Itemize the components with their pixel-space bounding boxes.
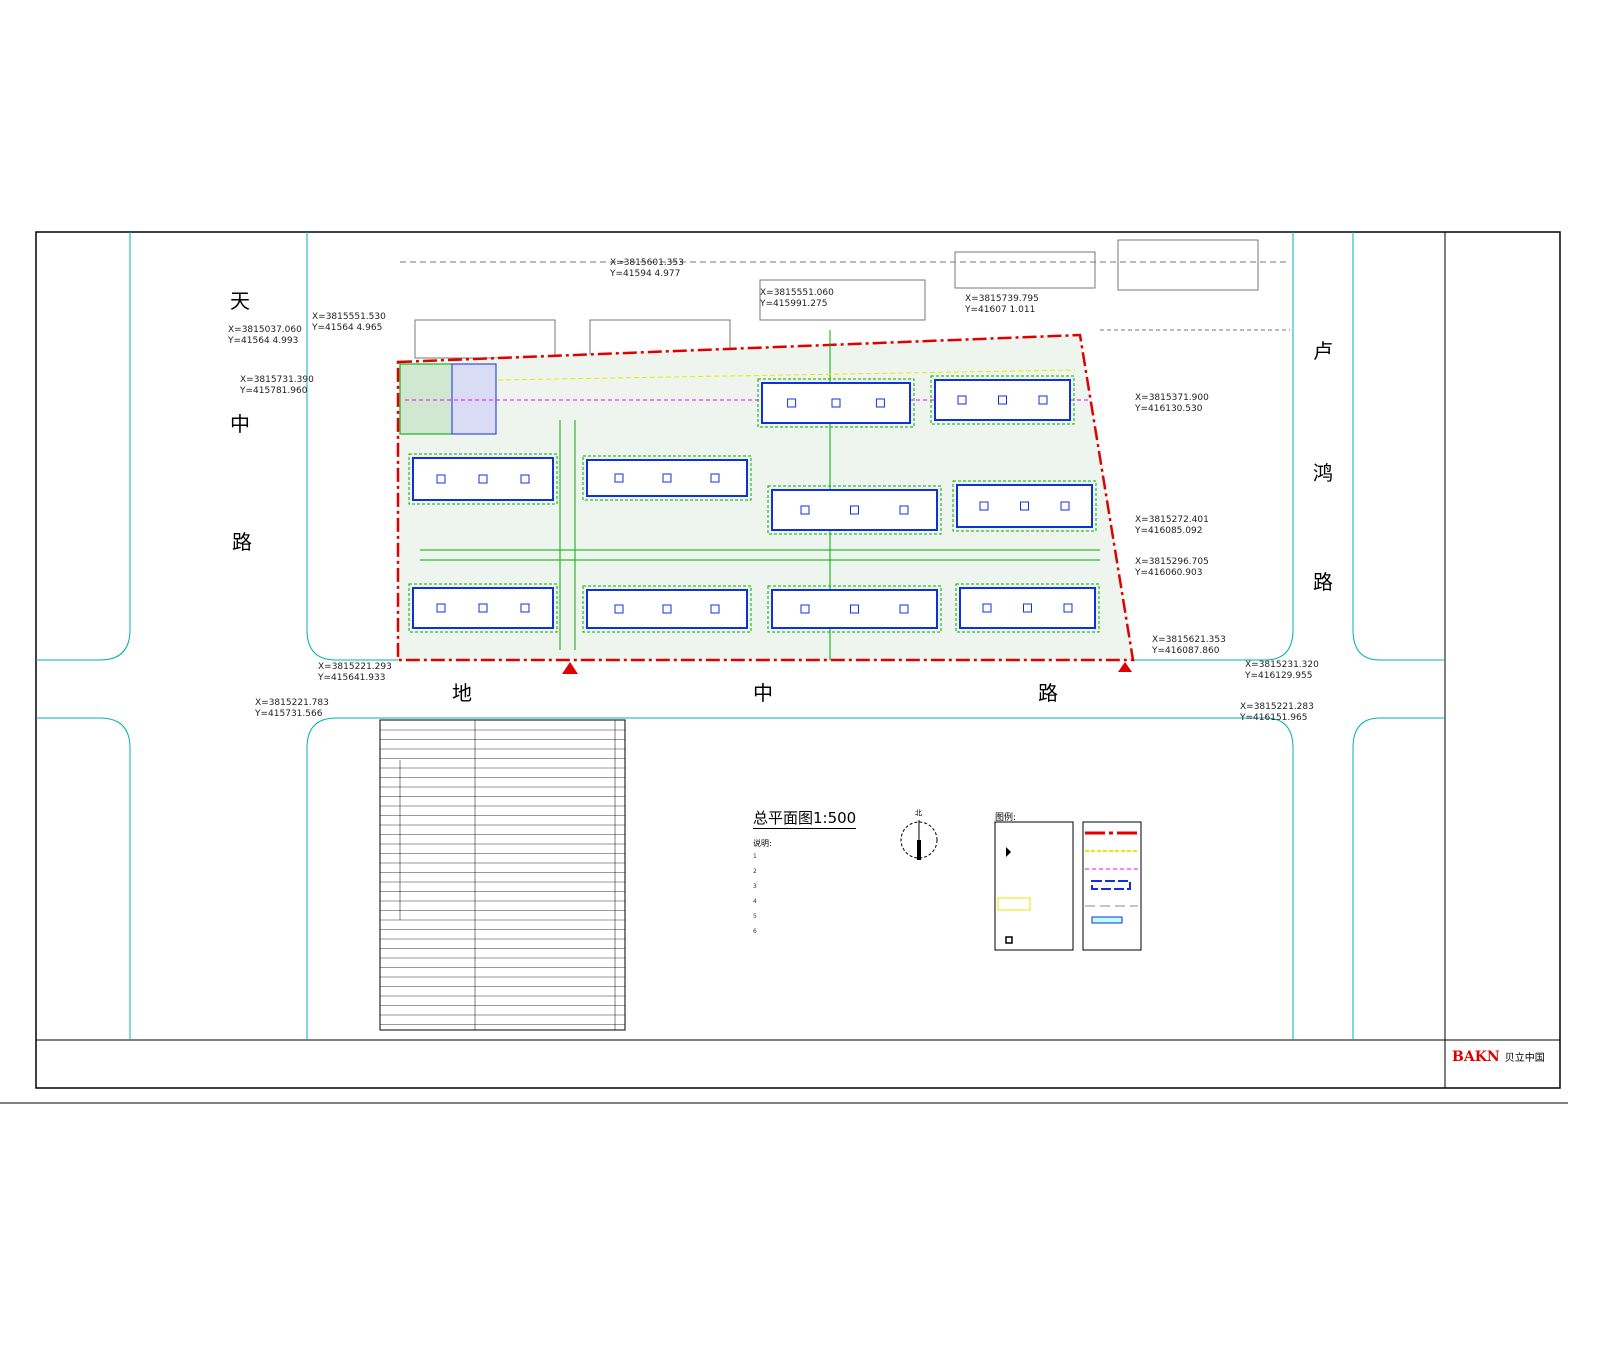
road-char: 路	[1038, 681, 1058, 705]
coordinate-x: X=3815272.401	[1135, 515, 1209, 525]
road-char: 路	[1313, 570, 1333, 594]
coordinate-y: Y=41564 4.965	[312, 323, 383, 333]
road-char: 卢	[1313, 339, 1333, 363]
economic-indicator-table	[379, 719, 626, 1031]
proposed-buildings	[408, 375, 1100, 633]
coordinate-y: Y=41607 1.011	[965, 305, 1036, 315]
building	[408, 453, 558, 505]
existing-buildings	[400, 239, 1290, 359]
coordinate-x: X=3815621.353	[1152, 635, 1226, 645]
coordinate-x: X=3815731.390	[240, 375, 314, 385]
coordinate-x: X=3815221.293	[318, 662, 392, 672]
logo-subtitle: 贝立中国	[1504, 1053, 1545, 1064]
road-char: 天	[230, 289, 250, 313]
road-char: 鸿	[1313, 461, 1333, 485]
coordinate-x: X=3815551.060	[760, 288, 834, 298]
building	[952, 480, 1097, 532]
coordinate-y: Y=416129.955	[1245, 671, 1313, 681]
coordinate-x: X=3815601.353	[610, 258, 684, 268]
building	[955, 583, 1100, 633]
coordinate-y: Y=41594 4.977	[610, 269, 681, 279]
building	[767, 585, 942, 633]
coordinate-y: Y=415781.960	[240, 386, 308, 396]
coordinate-y: Y=415991.275	[760, 299, 828, 309]
entrance-marker	[1118, 662, 1132, 672]
coordinate-y: Y=416151.965	[1240, 713, 1308, 723]
coordinate-y: Y=416130.530	[1135, 404, 1203, 414]
coordinate-x: X=3815371.900	[1135, 393, 1209, 403]
building	[582, 455, 752, 501]
road-char: 中	[753, 681, 773, 705]
coordinate-x: X=3815037.060	[228, 325, 302, 335]
coordinate-x: X=3815221.283	[1240, 702, 1314, 712]
road-char: 路	[232, 530, 252, 554]
coordinate-y: Y=416060.903	[1135, 568, 1203, 578]
hatched-area	[451, 363, 497, 435]
building	[757, 378, 915, 428]
building	[582, 585, 752, 633]
note-item: 1	[753, 853, 757, 860]
note-item: 2	[753, 868, 757, 875]
road-char: 中	[230, 412, 250, 436]
north-arrow	[900, 820, 938, 860]
coordinate-y: Y=415641.933	[318, 673, 386, 683]
building	[408, 583, 558, 633]
north-label: 北	[915, 809, 922, 817]
notes-heading: 说明:	[753, 839, 772, 848]
coordinate-y: Y=416085.092	[1135, 526, 1203, 536]
note-item: 6	[753, 928, 757, 935]
building	[930, 375, 1075, 425]
logo-brand: BAKN	[1452, 1049, 1500, 1065]
coordinate-x: X=3815296.705	[1135, 557, 1209, 567]
building	[767, 485, 942, 535]
legend-heading: 图例:	[995, 813, 1017, 823]
table-border	[379, 719, 626, 1031]
road-lines	[36, 232, 1445, 1040]
legend	[994, 821, 1142, 951]
coordinate-y: Y=41564 4.993	[228, 336, 299, 346]
road-char: 地	[452, 681, 472, 705]
coordinate-x: X=3815551.530	[312, 312, 386, 322]
note-item: 4	[753, 898, 757, 905]
coordinate-x: X=3815221.783	[255, 698, 329, 708]
company-logo: BAKN 贝立中国	[1452, 1046, 1545, 1065]
note-item: 3	[753, 883, 757, 890]
note-item: 5	[753, 913, 757, 920]
coordinate-x: X=3815231.320	[1245, 660, 1319, 670]
drawing-title: 总平面图1:500	[753, 809, 857, 829]
coordinate-y: Y=416087.860	[1152, 646, 1220, 656]
entrance-marker	[562, 662, 578, 674]
coordinate-y: Y=415731.566	[255, 709, 323, 719]
coordinate-x: X=3815739.795	[965, 294, 1039, 304]
green-area	[399, 363, 453, 435]
